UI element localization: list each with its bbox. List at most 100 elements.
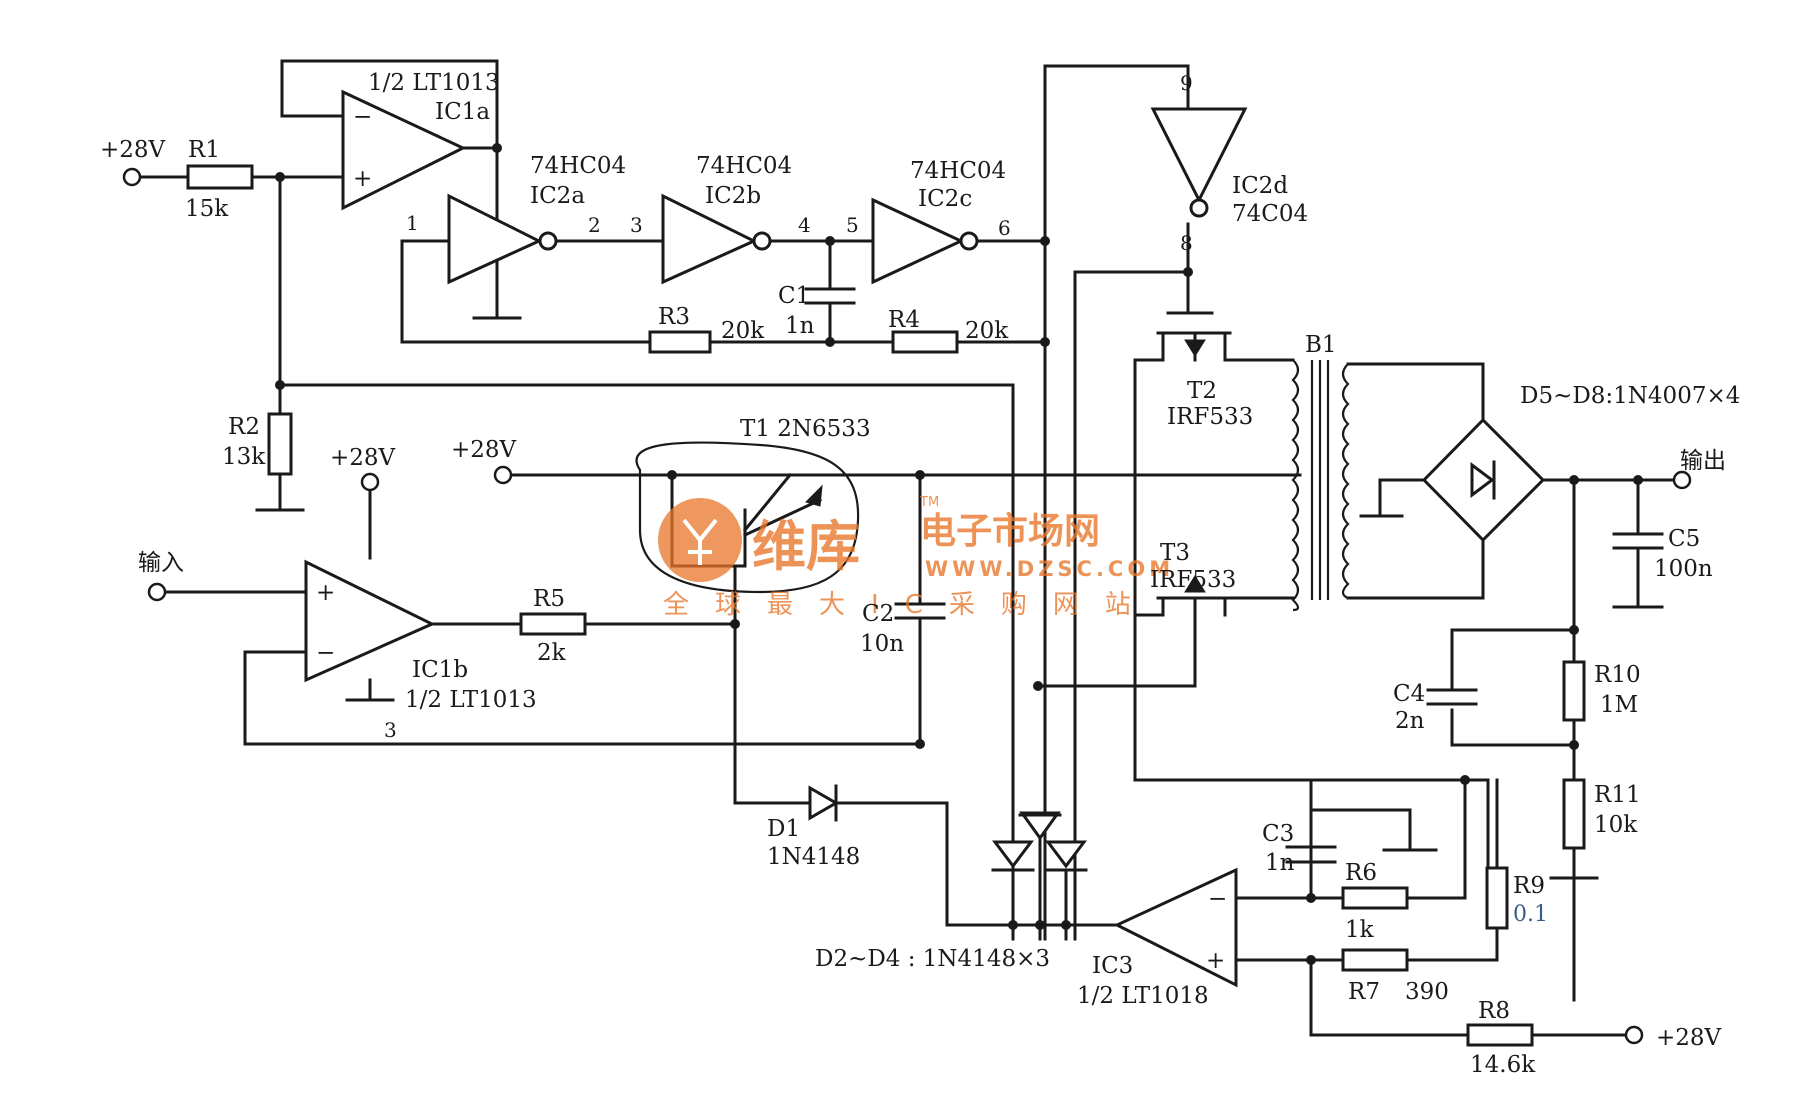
transformer-b1: [1291, 359, 1350, 612]
capacitors: [804, 287, 1664, 864]
label-28v-t1: +28V: [451, 437, 517, 463]
label-pin8: 8: [1180, 231, 1193, 255]
label-pin6: 6: [998, 216, 1011, 240]
resistor-r2: [267, 412, 293, 476]
svg-text:+: +: [1206, 948, 1225, 974]
label-d1-part: 1N4148: [767, 844, 860, 870]
label-r6-val: 1k: [1345, 917, 1375, 943]
capacitor-c1: [804, 287, 856, 305]
terminal-28v-ic1b: [360, 472, 380, 492]
ic3-opamp: − +: [1113, 867, 1238, 988]
label-t2-part: IRF533: [1167, 404, 1253, 430]
label-r1: R1: [188, 137, 220, 163]
resistors: [186, 164, 1586, 1047]
ic1a-opamp: − +: [341, 89, 467, 211]
terminal-28v-t1: [493, 465, 513, 485]
label-r7: R7: [1348, 979, 1380, 1005]
label-ic2b-part: 74HC04: [696, 153, 792, 179]
terminals: [122, 167, 1692, 1045]
label-r10: R10: [1594, 662, 1641, 688]
wires: [130, 59, 1676, 1037]
label-pin1: 1: [406, 211, 419, 235]
label-r11-val: 10k: [1594, 812, 1638, 838]
label-r5-val: 2k: [537, 640, 567, 666]
resistor-r1: [186, 164, 254, 190]
label-pin9: 9: [1180, 71, 1193, 95]
label-c1: C1: [778, 283, 810, 309]
capacitor-c2: [894, 602, 946, 620]
label-ic1a: IC1a: [435, 99, 490, 125]
resistor-r9: [1485, 866, 1509, 930]
resistor-r8: [1466, 1023, 1534, 1047]
label-c3: C3: [1262, 821, 1294, 847]
resistor-r3: [648, 330, 712, 354]
watermark-brand: 维库: [752, 515, 860, 578]
ground-symbols: [255, 508, 1599, 880]
label-d5-d8: D5~D8:1N4007×4: [1520, 383, 1740, 409]
label-r1-val: 15k: [185, 196, 229, 222]
resistor-r10: [1562, 660, 1586, 722]
label-c2-val: 10n: [860, 631, 904, 657]
label-r6: R6: [1345, 860, 1377, 886]
label-r9: R9: [1513, 873, 1545, 899]
label-ic2b: IC2b: [705, 183, 761, 209]
watermark-tagline: 电子市场网: [920, 511, 1100, 552]
label-c4-val: 2n: [1395, 708, 1425, 734]
label-r11: R11: [1594, 782, 1641, 808]
label-pin2: 2: [588, 213, 601, 237]
label-r4: R4: [888, 307, 920, 333]
label-d1: D1: [767, 816, 800, 842]
diode-d1: [808, 784, 840, 822]
label-r2-val: 13k: [222, 444, 266, 470]
mosfet-t2: [1156, 331, 1232, 357]
ic2b-inverter: [661, 193, 772, 285]
label-t1: T1 2N6533: [740, 416, 871, 442]
label-ic1b-part: 1/2 LT1013: [405, 687, 537, 713]
label-28v-top: +28V: [100, 137, 166, 163]
junction-dots: [275, 143, 1643, 965]
ic2c-inverter: [871, 197, 979, 285]
svg-text:+: +: [353, 166, 372, 192]
label-pin4: 4: [798, 213, 811, 237]
label-r8-val: 14.6k: [1470, 1052, 1536, 1078]
resistor-r6: [1341, 886, 1409, 910]
watermark-slogan: 全球最大IC采购网站: [663, 590, 1157, 620]
label-b1: B1: [1305, 332, 1337, 358]
terminal-input: [147, 582, 167, 602]
diodes-d2-d4: [991, 811, 1088, 872]
label-c3-val: 1n: [1265, 850, 1295, 876]
label-ic2d-part: 74C04: [1232, 201, 1308, 227]
watermark: 维库 电子市场网 WWW.DZSC.COM 全球最大IC采购网站 TM: [658, 495, 1170, 620]
svg-text:−: −: [1208, 886, 1227, 912]
label-c5-val: 100n: [1654, 556, 1713, 582]
svg-text:−: −: [353, 104, 372, 130]
label-r5: R5: [533, 586, 565, 612]
ic2d-inverter: [1150, 107, 1248, 218]
mosfet-t3: [1156, 575, 1232, 600]
label-ic2c-part: 74HC04: [910, 158, 1006, 184]
label-output: 输出: [1680, 448, 1726, 474]
label-ic2a-part: 74HC04: [530, 153, 626, 179]
label-c2: C2: [862, 601, 894, 627]
label-r10-val: 1M: [1600, 692, 1638, 718]
ic2a-inverter: [447, 193, 558, 320]
label-c5: C5: [1668, 526, 1700, 552]
label-28v-ic1b: +28V: [330, 445, 396, 471]
label-c4: C4: [1393, 681, 1425, 707]
label-c1-val: 1n: [785, 313, 815, 339]
capacitor-c4: [1426, 688, 1478, 747]
label-input: 输入: [138, 550, 184, 576]
label-t2: T2: [1187, 378, 1217, 404]
bridge-rectifier: [1421, 417, 1546, 543]
label-28v-r8: +28V: [1656, 1025, 1722, 1051]
label-pin5: 5: [846, 213, 859, 237]
watermark-tm: TM: [919, 495, 939, 510]
resistor-r5: [519, 612, 587, 636]
resistor-r7: [1341, 948, 1409, 972]
resistor-r11: [1562, 778, 1586, 850]
terminal-28v-r8: [1624, 1025, 1644, 1045]
label-t3-part: IRF533: [1150, 567, 1236, 593]
label-r8: R8: [1478, 998, 1510, 1024]
label-ic3: IC3: [1092, 953, 1133, 979]
